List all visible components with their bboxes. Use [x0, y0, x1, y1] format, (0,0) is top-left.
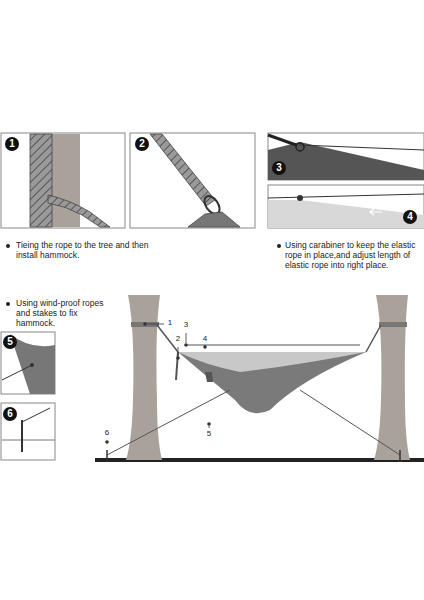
callout-number: 2: [136, 138, 148, 150]
panel-adjust-rope: [268, 185, 424, 228]
callout-number: 1: [6, 138, 18, 150]
callout-number: 4: [404, 211, 416, 223]
callout-number: 4: [200, 334, 210, 344]
callout-number: 6: [102, 428, 112, 438]
callout-number: 3: [181, 320, 191, 330]
panel-wind-rope: [1, 332, 55, 394]
panel-stake: [1, 403, 55, 460]
bullet: [6, 302, 10, 306]
bullet: [277, 244, 281, 248]
callout-number: 5: [4, 336, 16, 348]
panel-elastic-rope: [268, 133, 424, 180]
hammock-setup: [95, 295, 424, 462]
callout-number: 6: [4, 408, 16, 420]
bullet: [6, 244, 10, 248]
callout-number: 1: [165, 318, 175, 328]
instruction-caption: Using carabiner to keep the elastic rope…: [285, 240, 421, 271]
callout-number: 5: [204, 429, 214, 439]
callout-number: 3: [273, 162, 285, 174]
instruction-caption: Tieing the rope to the tree and then ins…: [16, 240, 166, 260]
panel-tree-strap: [1, 133, 125, 228]
instruction-caption: Using wind-proof ropes and stakes to fix…: [16, 298, 116, 329]
callout-number: 2: [173, 334, 183, 344]
panel-carabiner: [130, 133, 255, 228]
